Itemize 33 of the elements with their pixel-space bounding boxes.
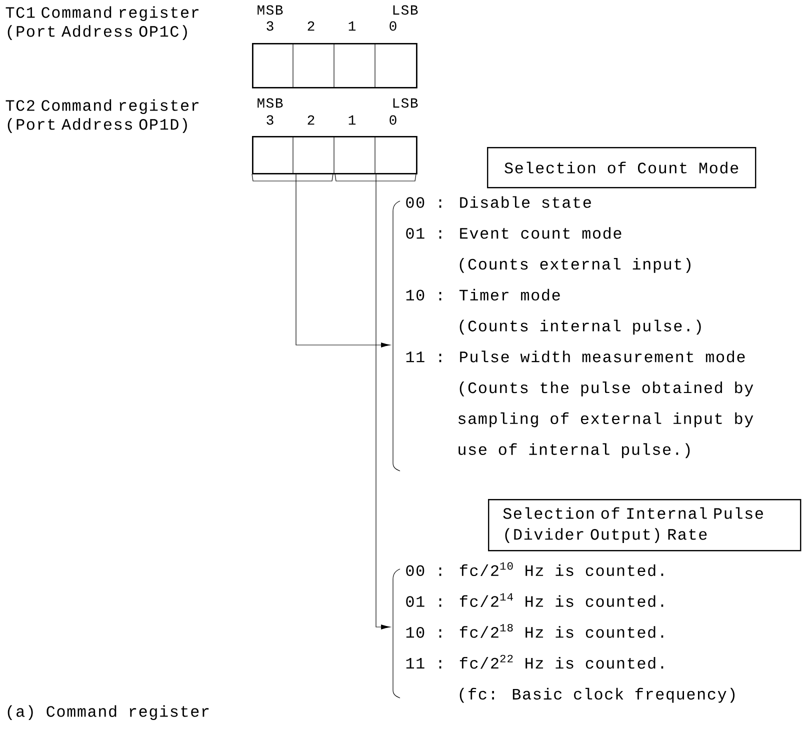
heading-box: Selection of Count Mode bbox=[487, 147, 756, 188]
bit-label: 3 bbox=[266, 115, 274, 125]
list-item: 00 : fc/2$^{10}$ Hz is counted. bbox=[406, 562, 664, 576]
bit-label: LSB bbox=[393, 5, 418, 15]
bit-label: 0 bbox=[390, 21, 396, 31]
caption: (a) Command register bbox=[8, 705, 209, 720]
bit-label: MSB bbox=[258, 5, 283, 15]
bit-label: 0 bbox=[390, 115, 396, 125]
note: (Counts external input) bbox=[460, 258, 690, 273]
bit-label: MSB bbox=[258, 98, 283, 108]
list-item: 11 : Pulse width measurement mode bbox=[406, 350, 745, 362]
register-label: TC1 Command register (Port Address OP1C) bbox=[6, 6, 198, 40]
note: (Counts the pulse obtained by sampling of external input by use of internal pulse.) bbox=[458, 382, 754, 458]
bit-label: 2 bbox=[308, 21, 314, 31]
bit-label: 3 bbox=[266, 21, 274, 31]
list-item: 10 : fc/2$^{18}$ Hz is counted. bbox=[406, 624, 664, 638]
list-item: 11 : fc/2$^{22}$ Hz is counted. bbox=[406, 654, 664, 669]
list-item: 01 : Event count mode bbox=[406, 227, 622, 239]
note: (fc: Basic clock frequency) bbox=[460, 688, 735, 703]
register-label: TC2 Command register (Port Address OP1D) bbox=[6, 99, 198, 133]
register-box bbox=[252, 42, 418, 88]
arrow bbox=[376, 174, 390, 630]
list-item: 10 : Timer mode bbox=[406, 288, 560, 301]
heading-box: Selection of Internal Pulse (Divider Output) Rate bbox=[488, 499, 802, 552]
list-item: 01 : fc/2$^{14}$ Hz is counted. bbox=[406, 593, 664, 607]
list-item: 00 : Disable state bbox=[406, 196, 591, 208]
note: (Counts internal pulse.) bbox=[460, 320, 701, 335]
bit-label: 2 bbox=[308, 115, 314, 125]
arrow bbox=[296, 174, 390, 348]
register-box bbox=[252, 136, 418, 174]
bit-label: 1 bbox=[348, 115, 356, 125]
bit-label: 1 bbox=[348, 21, 356, 31]
bit-label: LSB bbox=[393, 98, 418, 108]
